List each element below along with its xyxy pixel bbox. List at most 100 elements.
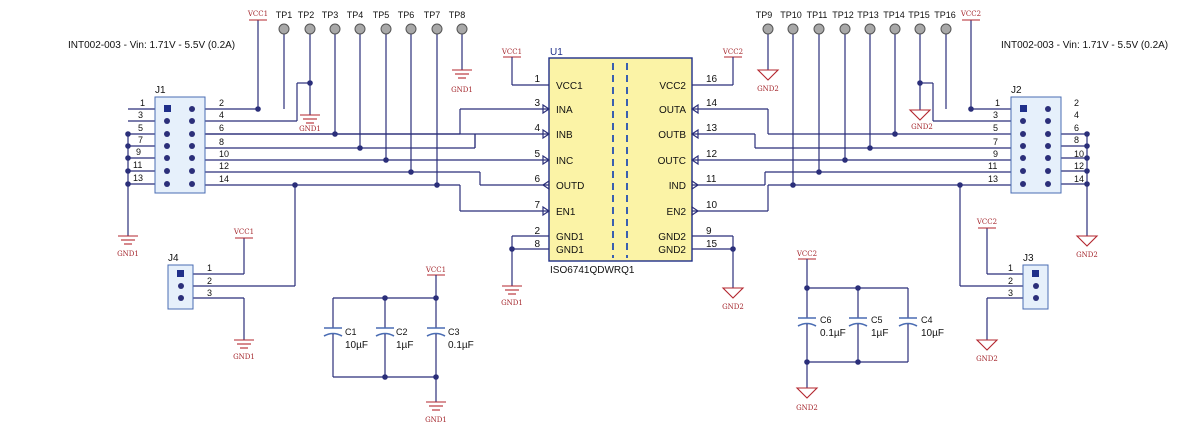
u1-pin-num: 10 (706, 200, 718, 211)
j3-header: J3 1 2 3 (1008, 253, 1049, 310)
u1-pin-name: IND (669, 181, 686, 192)
testpoint-tp12 (839, 23, 851, 35)
gnd1-label: GND1 (299, 125, 321, 133)
testpoint-tp10 (787, 23, 799, 35)
testpoint-tp3 (329, 23, 341, 35)
cap-ref: C2 (396, 327, 408, 337)
j3-pin-label: 2 (1008, 276, 1013, 286)
j2-pin-label: 1 (995, 98, 1000, 108)
u1-pin-name: VCC1 (556, 81, 583, 92)
testpoint-label: TP13 (857, 10, 879, 20)
j4-pin-label: 2 (207, 276, 212, 286)
cap-ref: C5 (871, 315, 883, 325)
cap-ref: C6 (820, 315, 832, 325)
j2-header: J2 1 3 5 7 9 11 13 2 4 6 8 10 12 14 (988, 85, 1084, 194)
j1-body (154, 96, 206, 194)
testpoint-tp13 (864, 23, 876, 35)
j1-pin-label: 4 (219, 110, 224, 120)
u1-pin-name: INB (556, 130, 573, 141)
u1-pin-num: 12 (706, 149, 718, 160)
j1-pin-label: 1 (140, 98, 145, 108)
cap-value: 1µF (396, 340, 413, 351)
j4-pin-label: 3 (207, 288, 212, 298)
testpoints-left: TP1 TP2 TP3 TP4 TP5 TP6 TP7 TP8 (276, 10, 468, 35)
testpoint-label: TP16 (934, 10, 956, 20)
testpoint-tp2 (304, 23, 316, 35)
u1-pin-name: GND2 (658, 245, 686, 256)
testpoint-label: TP12 (832, 10, 854, 20)
gnd2-label: GND2 (722, 303, 744, 311)
u1-pin-name: OUTD (556, 181, 584, 192)
j2-pin-label: 12 (1074, 161, 1084, 171)
j1-ref: J1 (155, 85, 166, 96)
cap-ref: C4 (921, 315, 933, 325)
testpoint-tp14 (889, 23, 901, 35)
cap-value: 0.1µF (820, 328, 846, 339)
u1-part-number: ISO6741QDWRQ1 (550, 265, 635, 276)
u1-supply-stubs: VCC1 VCC2 GND1 GND2 (501, 48, 745, 311)
gnd2-label: GND2 (796, 404, 818, 412)
j2-pin-label: 6 (1074, 123, 1079, 133)
vcc2-label: VCC2 (722, 48, 743, 56)
testpoint-label: TP14 (883, 10, 905, 20)
caps-left: VCC1 GND1 C1 10µF C2 1µF C3 0.1µF (323, 266, 474, 424)
u1-pin-name: VCC2 (659, 81, 686, 92)
cap-value: 10µF (345, 340, 368, 351)
u1-isolator: U1 ISO6741QDWRQ1 1 VCC1 3 I (460, 47, 768, 276)
j2-pin-label: 9 (993, 149, 998, 159)
u1-pin-num: 14 (706, 98, 718, 109)
u1-pin-name: OUTB (658, 130, 686, 141)
note-left: INT002-003 - Vin: 1.71V - 5.5V (0.2A) (68, 40, 235, 51)
j1-pin-label: 3 (138, 110, 143, 120)
u1-pin-name: OUTA (659, 105, 686, 116)
u1-body (548, 57, 693, 262)
caps-right: VCC2 GND2 C6 0.1µF C5 1µF C4 10µF (795, 250, 944, 412)
testpoint-tp16 (940, 23, 952, 35)
vcc1-label: VCC1 (425, 266, 446, 274)
testpoint-label: TP1 (276, 10, 293, 20)
vcc1-label: VCC1 (247, 10, 268, 18)
j4-ref: J4 (168, 253, 179, 264)
vcc2-label: VCC2 (976, 218, 997, 226)
j1-pin-label: 13 (133, 173, 143, 183)
j3-pin-label: 1 (1008, 263, 1013, 273)
j3-pin-label: 3 (1008, 288, 1013, 298)
testpoint-tp15 (914, 23, 926, 35)
u1-pin-num: 6 (534, 174, 540, 185)
u1-pin-num: 1 (534, 74, 540, 85)
testpoint-label: TP10 (780, 10, 802, 20)
gnd1-label: GND1 (233, 353, 255, 361)
vcc2-label: VCC2 (960, 10, 981, 18)
u1-pin-name: OUTC (658, 156, 686, 167)
cap-value: 0.1µF (448, 340, 474, 351)
j2-pin-label: 10 (1074, 149, 1084, 159)
j2-pin-label: 11 (988, 161, 997, 171)
testpoint-tp6 (405, 23, 417, 35)
cap-value: 10µF (921, 328, 944, 339)
testpoint-tp7 (431, 23, 443, 35)
j2-pin-label: 13 (988, 174, 998, 184)
right-nets: GND2 VCC2 GND2 GND2 VCC2 (745, 10, 1099, 363)
testpoints-right: TP9 TP10 TP11 TP12 TP13 TP14 TP15 TP16 (756, 10, 956, 35)
u1-pin-num: 8 (534, 239, 540, 250)
u1-pin-num: 2 (534, 226, 540, 237)
j3-ref: J3 (1023, 253, 1034, 264)
j1-pin-label: 8 (219, 137, 224, 147)
u1-pin-name: INC (556, 156, 573, 167)
j2-pin-label: 8 (1074, 135, 1079, 145)
testpoint-label: TP5 (373, 10, 390, 20)
vcc1-label: VCC1 (501, 48, 522, 56)
testpoint-label: TP4 (347, 10, 364, 20)
j1-pin-label: 6 (219, 123, 224, 133)
u1-pin-name: GND1 (556, 245, 584, 256)
testpoint-label: TP2 (298, 10, 315, 20)
gnd1-label: GND1 (451, 86, 473, 94)
j2-body (1010, 96, 1062, 194)
u1-ref: U1 (550, 47, 563, 58)
gnd1-label: GND1 (501, 299, 523, 307)
j1-header: J1 1 3 5 7 9 11 13 2 4 6 8 10 12 14 (133, 85, 229, 194)
vcc1-label: VCC1 (233, 228, 254, 236)
j4-header: J4 1 2 3 (167, 253, 212, 310)
gnd1-label: GND1 (117, 250, 139, 258)
